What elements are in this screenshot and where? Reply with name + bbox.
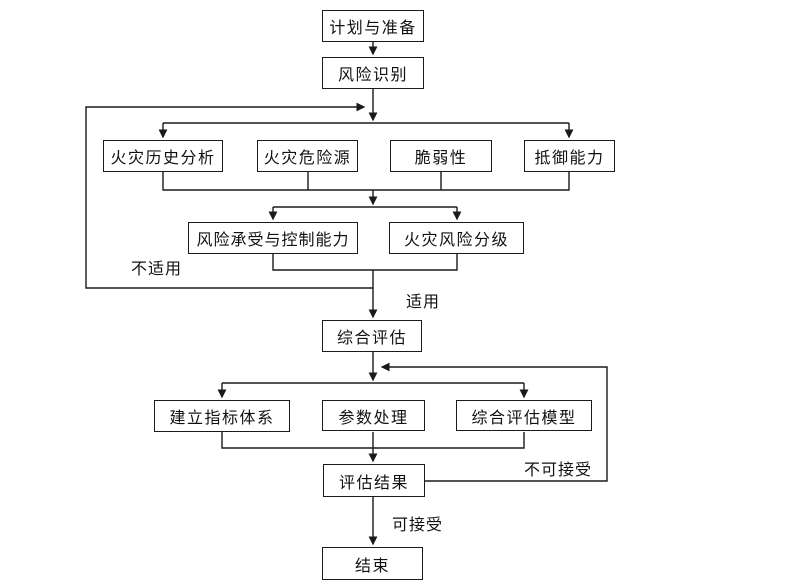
edge-label-unacceptable: 不可接受 <box>524 460 593 479</box>
node-resistance-capability: 抵御能力 <box>524 140 615 172</box>
edge-label-applicable: 适用 <box>406 292 441 311</box>
edge-label-acceptable: 可接受 <box>392 515 444 534</box>
edge-collector-row4 <box>221 432 525 449</box>
node-fire-history-analysis: 火灾历史分析 <box>103 140 223 172</box>
node-parameter-processing: 参数处理 <box>322 400 425 431</box>
node-fire-hazard-source: 火灾危险源 <box>257 140 358 172</box>
edge-collector-row3 <box>272 254 458 271</box>
node-vulnerability: 脆弱性 <box>390 140 492 172</box>
node-comprehensive-assessment: 综合评估 <box>322 320 422 352</box>
node-indicator-system: 建立指标体系 <box>154 400 290 432</box>
node-end: 结束 <box>322 547 423 580</box>
node-fire-risk-grading: 火灾风险分级 <box>389 222 524 254</box>
node-assessment-model: 综合评估模型 <box>456 400 592 431</box>
node-risk-identification: 风险识别 <box>322 57 424 89</box>
node-assessment-result: 评估结果 <box>323 464 425 497</box>
edge-collector-row2 <box>162 172 570 191</box>
edge-label-not-applicable: 不适用 <box>131 259 183 278</box>
edge-feedback-unacceptable <box>380 362 608 482</box>
edge-feedback-not-applicable <box>85 102 373 289</box>
node-plan-and-preparation: 计划与准备 <box>322 10 424 42</box>
node-risk-tolerance-control: 风险承受与控制能力 <box>188 222 358 254</box>
